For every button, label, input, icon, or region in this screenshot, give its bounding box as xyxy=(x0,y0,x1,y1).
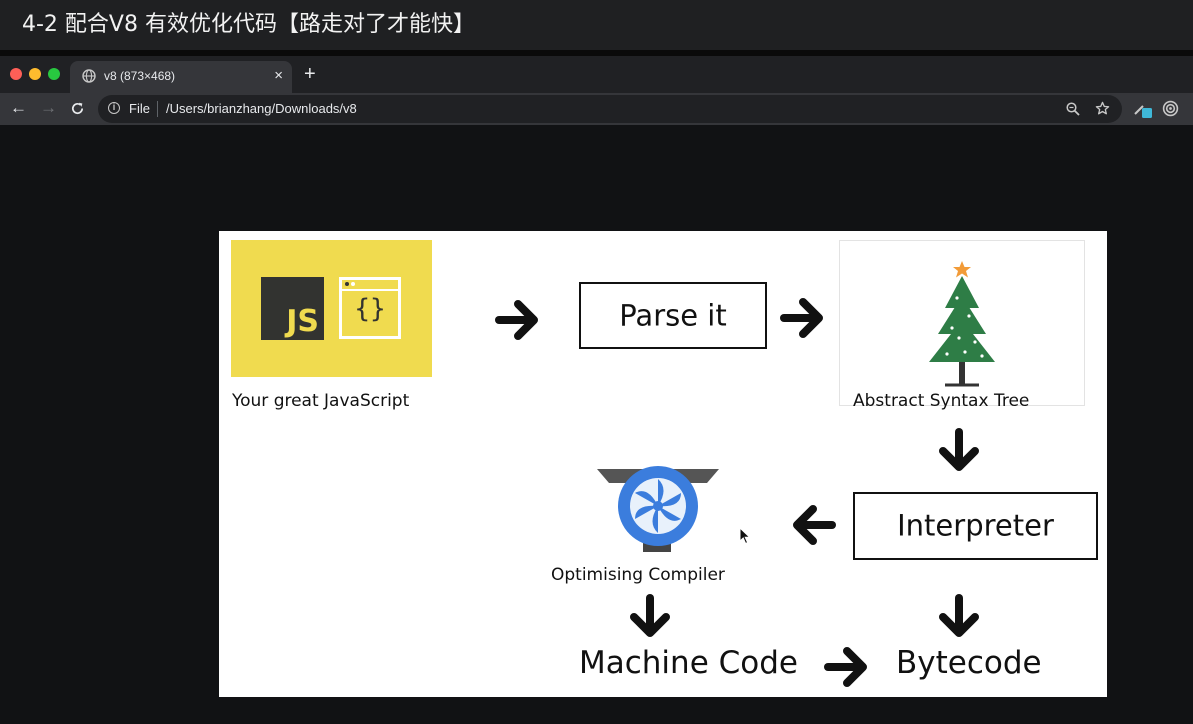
mouse-cursor-icon xyxy=(739,527,751,545)
bytecode-label: Bytecode xyxy=(896,645,1042,681)
arrow-right-icon xyxy=(495,300,538,340)
browser-toolbar: ← → i File /Users/brianzhang/Downloads/v… xyxy=(0,93,1193,125)
star-icon[interactable] xyxy=(1095,101,1110,116)
code-window-titlebar xyxy=(342,280,398,291)
tab-title: v8 (873×468) xyxy=(104,69,176,83)
course-title-bar: 4-2 配合V8 有效优化代码【路走对了才能快】 xyxy=(0,0,1193,50)
forward-button[interactable]: → xyxy=(40,98,57,117)
target-extension-icon[interactable] xyxy=(1162,100,1179,117)
interpreter-box: Interpreter xyxy=(853,492,1098,560)
tab-strip: v8 (873×468) × + xyxy=(0,56,1193,93)
arrow-right-icon xyxy=(824,647,867,687)
address-divider xyxy=(157,101,158,117)
js-badge-text: JS xyxy=(286,304,319,339)
globe-icon xyxy=(82,69,96,83)
new-tab-button[interactable]: + xyxy=(304,63,316,85)
parse-box: Parse it xyxy=(579,282,767,349)
maximize-window-dot[interactable] xyxy=(48,68,60,80)
window-dot-icon xyxy=(345,282,349,286)
arrow-right-icon xyxy=(780,298,823,338)
arrow-down-icon xyxy=(939,594,979,637)
javascript-logo: JS {} xyxy=(231,240,432,377)
arrow-left-icon xyxy=(793,505,836,545)
address-bar[interactable]: i File /Users/brianzhang/Downloads/v8 xyxy=(98,95,1122,123)
arrow-down-icon xyxy=(939,428,979,471)
zoom-icon[interactable] xyxy=(1066,102,1080,116)
parse-label: Parse it xyxy=(619,297,727,332)
code-braces: {} xyxy=(354,294,386,324)
close-window-dot[interactable] xyxy=(10,68,22,80)
js-badge: JS xyxy=(261,277,324,340)
compiler-label: Optimising Compiler xyxy=(551,565,725,585)
info-icon[interactable]: i xyxy=(108,102,120,114)
browser-tab[interactable]: v8 (873×468) × xyxy=(70,61,292,93)
arrow-down-icon xyxy=(630,594,670,637)
ast-label: Abstract Syntax Tree xyxy=(853,391,1030,411)
window-divider xyxy=(0,50,1193,56)
back-button[interactable]: ← xyxy=(10,98,27,117)
site-info-label[interactable]: File xyxy=(129,101,150,116)
window-dot-icon xyxy=(351,282,355,286)
tree-icon xyxy=(929,261,995,387)
reload-icon[interactable] xyxy=(70,101,85,116)
course-title: 4-2 配合V8 有效优化代码【路走对了才能快】 xyxy=(22,12,475,37)
minimize-window-dot[interactable] xyxy=(29,68,41,80)
v8-pipeline-diagram: JS {} Your great JavaScript Parse it xyxy=(219,231,1107,697)
tab-close-icon[interactable]: × xyxy=(274,67,283,84)
machine-code-label: Machine Code xyxy=(579,645,798,681)
url-text[interactable]: /Users/brianzhang/Downloads/v8 xyxy=(166,101,357,116)
pen-extension-icon[interactable] xyxy=(1133,100,1155,120)
code-window-icon: {} xyxy=(339,277,401,339)
source-label: Your great JavaScript xyxy=(232,391,410,411)
turbofan-icon xyxy=(597,466,719,552)
interpreter-label: Interpreter xyxy=(897,508,1054,543)
ast-card xyxy=(839,240,1085,406)
